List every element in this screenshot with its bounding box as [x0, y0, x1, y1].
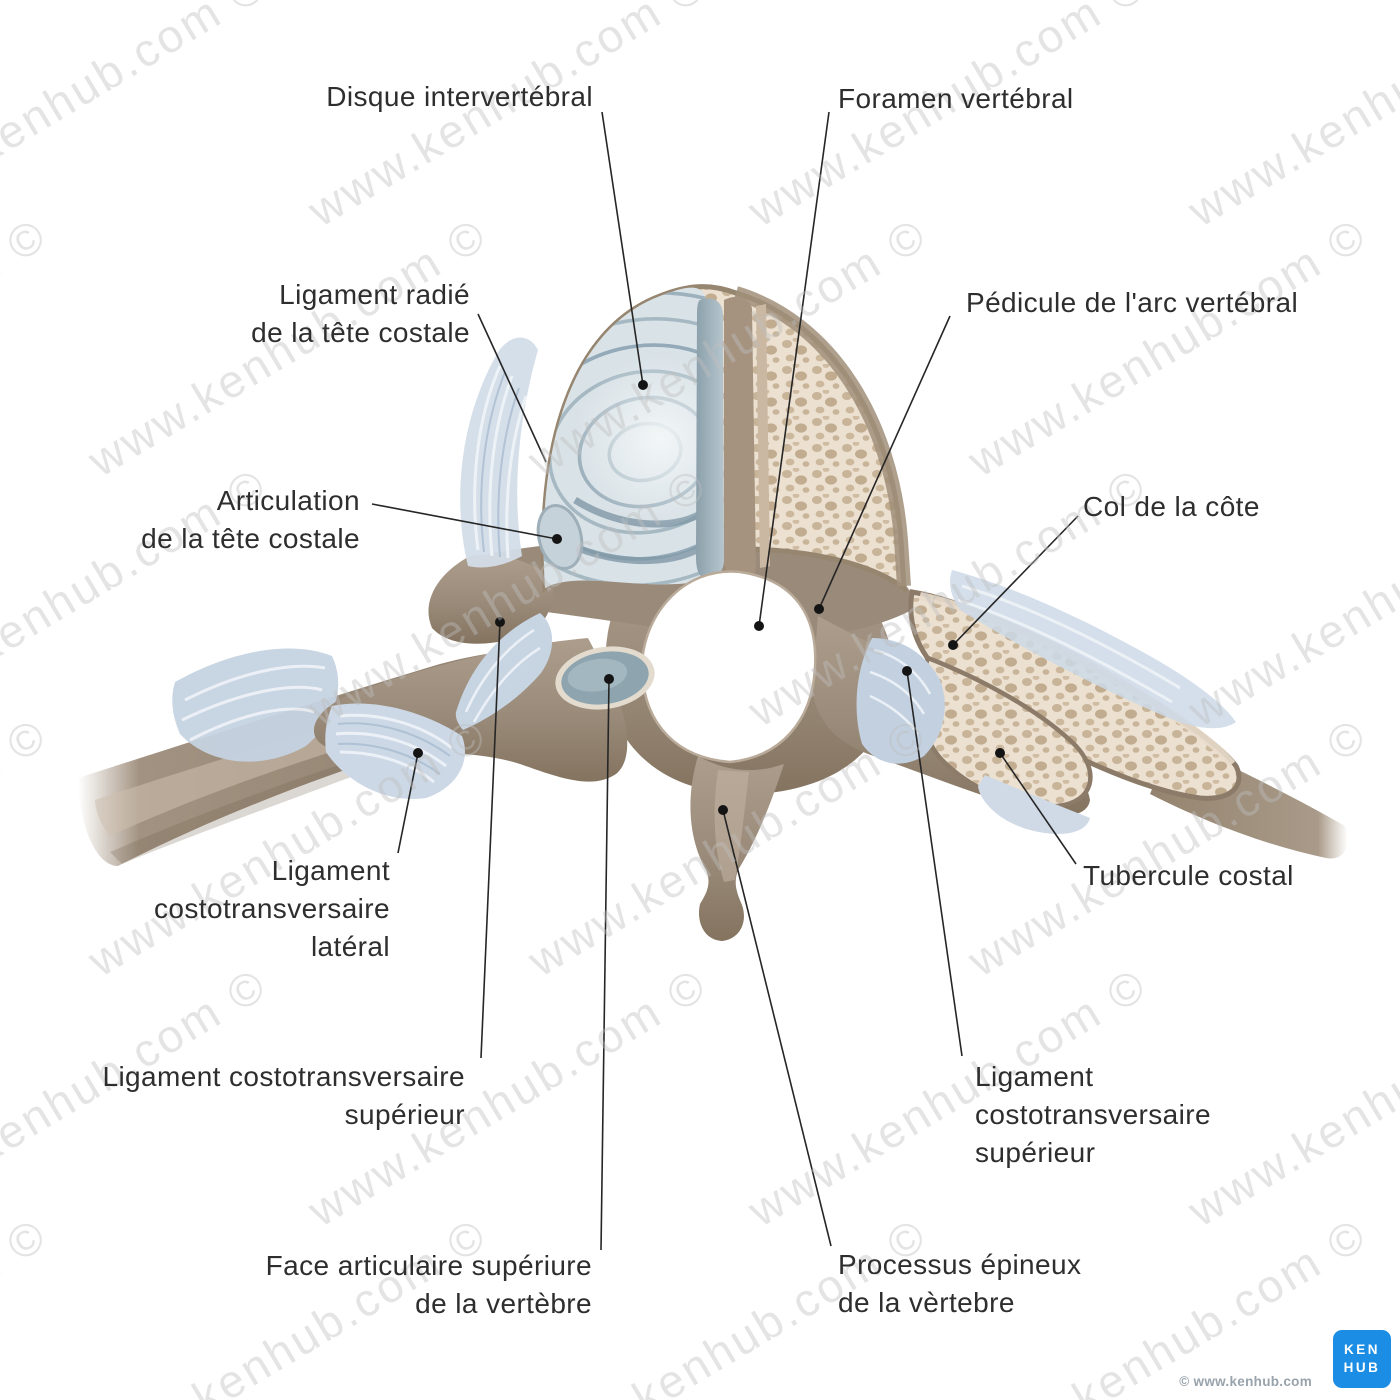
leader-tubercule	[999, 752, 1077, 865]
label-tubercule-costal: Tubercule costal	[1083, 860, 1294, 891]
label-articulation-tete-costale: Articulation de la tête costale	[141, 485, 360, 555]
label-processus-epineux: Processus épineux de la vèrtebre	[838, 1249, 1082, 1319]
label-ligament-costotransversaire-superieur-droit: Ligament costotransversaire supérieur	[975, 1061, 1211, 1169]
label-foramen-vertebral: Foramen vertébral	[838, 83, 1074, 114]
vertebral-body	[541, 284, 911, 594]
leader-sup-gauche	[480, 621, 501, 1059]
kenhub-logo: KEN HUB	[1333, 1330, 1391, 1388]
leader-radie	[477, 313, 547, 463]
copyright-text: © www.kenhub.com	[1179, 1374, 1312, 1389]
label-face-articulaire-superieure: Face articulaire supériure de la vertèbr…	[265, 1250, 592, 1320]
label-disque-intervertebral: Disque intervertébral	[326, 81, 593, 112]
leader-disque	[601, 111, 644, 386]
vertebral-foramen	[640, 570, 817, 764]
label-pedicule-arc-vertebral: Pédicule de l'arc vertébral	[966, 287, 1299, 318]
right-costotransverse-ligaments	[856, 570, 1236, 834]
kenhub-logo-text-top: KEN	[1343, 1342, 1380, 1358]
leader-lateral	[397, 752, 419, 854]
left-superior-costotransverse-ligament	[455, 613, 553, 730]
radiate-ligament	[460, 337, 538, 568]
leader-face	[600, 678, 610, 1251]
leader-col	[952, 515, 1079, 646]
leader-foramen	[758, 111, 830, 627]
costotransverse-membrane	[172, 648, 339, 762]
kenhub-logo-text-bottom: HUB	[1343, 1360, 1381, 1375]
label-ligament-costotransversaire-superieur-gauche: Ligament costotransversaire supérieur	[102, 1061, 465, 1131]
spinous-process	[690, 756, 784, 941]
intervertebral-disc	[543, 287, 724, 588]
leader-sup-droit	[906, 670, 963, 1057]
label-ligament-costotransversaire-lateral: Ligament costotransversaire latéral	[154, 855, 390, 963]
leader-articulation	[371, 503, 558, 540]
label-ligament-radie: Ligament radié de la tête costale	[251, 279, 470, 349]
lateral-costotransverse-ligament	[325, 703, 465, 799]
leader-lines	[371, 111, 1079, 1251]
label-col-de-la-cote: Col de la côte	[1083, 491, 1260, 522]
leader-pedicule	[818, 315, 951, 610]
leader-processus	[722, 809, 832, 1247]
